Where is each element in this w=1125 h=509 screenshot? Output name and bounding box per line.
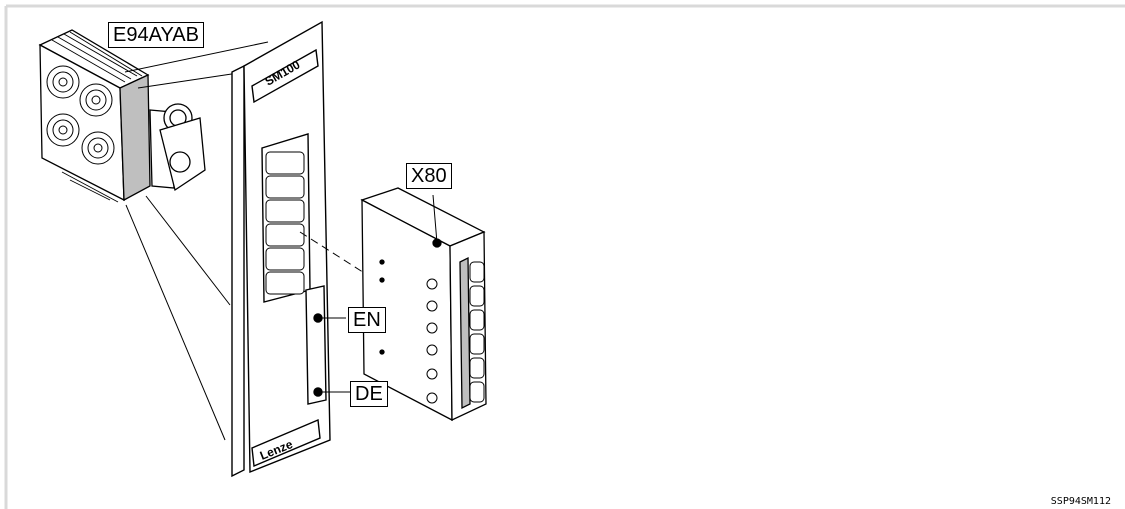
panel-body — [231, 20, 331, 478]
label-module: E94AYAB — [108, 22, 204, 48]
callout-leaders — [322, 194, 438, 393]
assembly-lines — [124, 41, 269, 441]
label-led-en: EN — [348, 307, 386, 333]
figure-id: SSP94SM112 — [1050, 496, 1111, 507]
label-led-de: DE — [350, 381, 388, 407]
module-body — [38, 29, 206, 203]
label-connector: X80 — [406, 163, 452, 189]
